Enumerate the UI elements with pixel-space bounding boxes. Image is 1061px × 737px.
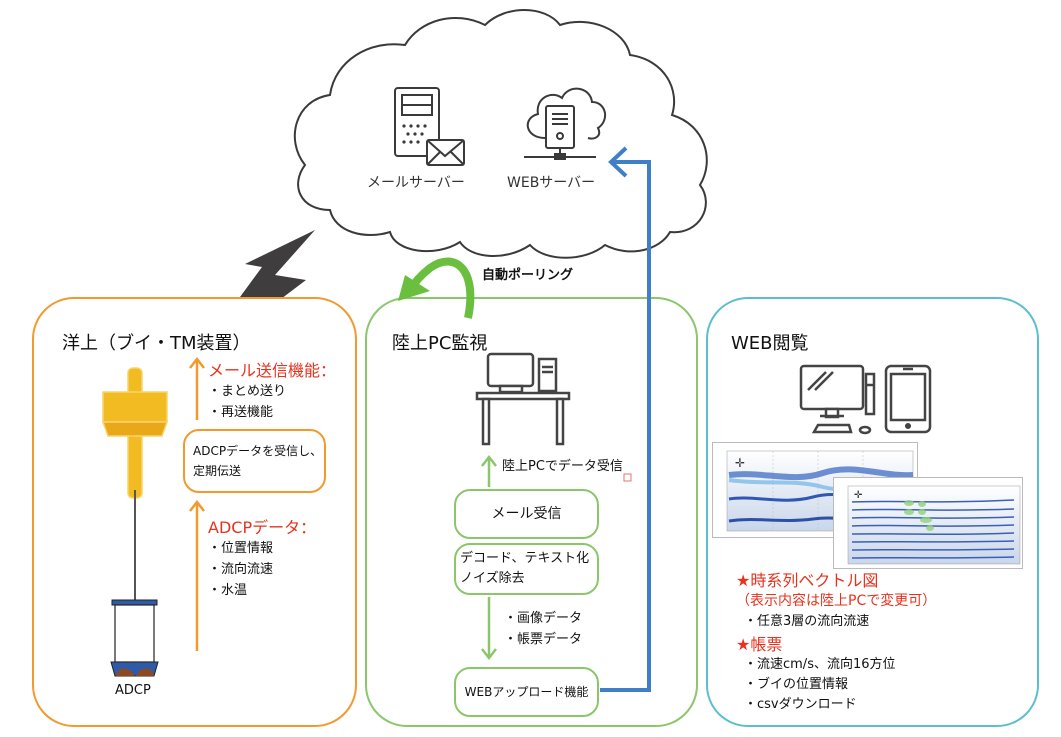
mail-send-heading: メール送信機能： xyxy=(208,361,337,380)
tablet-icon xyxy=(884,364,932,434)
adcp-data-arrow-head xyxy=(189,499,205,512)
adcp-data-item: ・位置情報 xyxy=(208,541,274,556)
mail-send-item: ・まとめ送り xyxy=(208,384,287,399)
mail-send-function: メール送信機能： ・まとめ送り ・再送機能 xyxy=(208,361,336,423)
land-data-item: ・画像データ xyxy=(504,611,583,626)
decode-box: デコード、テキスト化 ノイズ除去 xyxy=(454,543,599,595)
land-receive-label: 陸上PCでデータ受信 xyxy=(502,459,623,474)
land-receive-arrow-head xyxy=(481,454,497,467)
upload-connector-line xyxy=(600,160,651,692)
land-data-item: ・帳票データ xyxy=(504,632,583,647)
report-item: ・ブイの位置情報 xyxy=(744,677,849,692)
adcp-data-item: ・流向流速 xyxy=(208,562,274,577)
mail-send-arrow-head xyxy=(189,356,205,369)
vector-chart-item: ・任意3層の流向流速 xyxy=(744,614,870,629)
adcp-receive-line: 定期伝送 xyxy=(193,464,242,478)
vector-chart-subheading: （表示内容は陸上PCで変更可） xyxy=(736,593,937,609)
mail-receive-text: メール受信 xyxy=(491,506,562,522)
vector-chart-thumbnail-2: ✛ xyxy=(833,477,1023,569)
adcp-device-icon xyxy=(110,599,159,677)
small-marker-icon xyxy=(623,473,632,482)
buoy-icon xyxy=(101,367,169,600)
decode-line: ノイズ除去 xyxy=(460,571,525,586)
svg-text:✛: ✛ xyxy=(735,456,745,470)
adcp-data-heading: ADCPデータ： xyxy=(208,518,317,537)
upload-arrow-head xyxy=(608,146,628,178)
svg-text:✛: ✛ xyxy=(854,490,863,501)
auto-polling-label: 自動ポーリング xyxy=(482,268,574,283)
web-upload-box: WEBアップロード機能 xyxy=(454,667,599,717)
vector-chart-image-2: ✛ xyxy=(847,485,1021,565)
desktop-pc-icon xyxy=(475,352,571,446)
vector-chart-heading: ★時系列ベクトル図 xyxy=(736,571,879,590)
web-panel-title: WEB閲覧 xyxy=(731,333,809,354)
polling-arrow-head xyxy=(398,275,430,301)
ocean-panel xyxy=(32,297,357,727)
land-panel-title: 陸上PC監視 xyxy=(392,333,488,354)
mail-send-item: ・再送機能 xyxy=(208,405,274,420)
land-data-arrow-head xyxy=(481,648,497,661)
web-upload-text: WEBアップロード機能 xyxy=(464,685,589,699)
web-server-icon xyxy=(524,87,607,160)
cloud-shape xyxy=(293,9,708,259)
mail-receive-box: メール受信 xyxy=(454,489,599,539)
land-data-list: ・画像データ ・帳票データ xyxy=(504,608,582,650)
report-heading: ★帳票 xyxy=(736,635,783,654)
mail-server-icon xyxy=(394,87,465,166)
web-desktop-icon xyxy=(799,364,876,435)
adcp-data-list: ADCPデータ： ・位置情報 ・流向流速 ・水温 xyxy=(208,518,316,601)
adcp-data-item: ・水温 xyxy=(208,583,248,598)
decode-line: デコード、テキスト化 xyxy=(460,551,590,566)
report-item: ・流速cm/s、流向16方位 xyxy=(744,657,896,672)
mail-server-label: メールサーバー xyxy=(367,175,465,191)
report-item: ・csvダウンロード xyxy=(744,697,857,712)
report-description: ★帳票 ・流速cm/s、流向16方位 ・ブイの位置情報 ・csvダウンロード xyxy=(736,635,896,715)
adcp-receive-line: ADCPデータを受信し、 xyxy=(193,444,323,458)
ocean-panel-title: 洋上（ブイ・TM装置） xyxy=(62,333,251,354)
web-server-label: WEBサーバー xyxy=(507,175,596,191)
adcp-receive-box: ADCPデータを受信し、 定期伝送 xyxy=(183,429,326,493)
adcp-label: ADCP xyxy=(115,683,151,698)
vector-chart-description: ★時系列ベクトル図 （表示内容は陸上PCで変更可） ・任意3層の流向流速 xyxy=(736,571,936,632)
